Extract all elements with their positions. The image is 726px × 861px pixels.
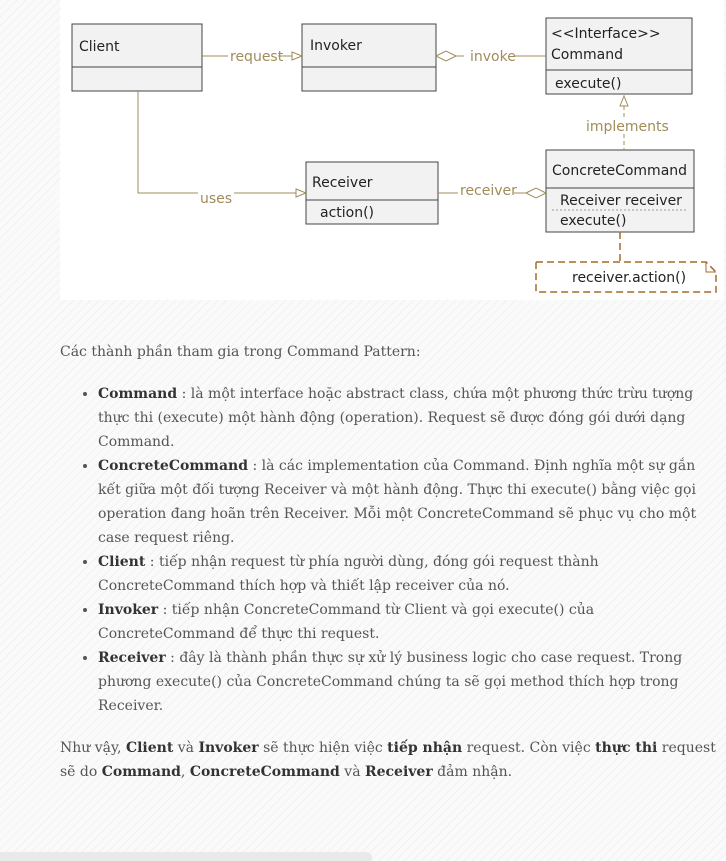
- note-box: receiver.action(): [535, 261, 717, 293]
- summary-text: và: [339, 764, 365, 780]
- intro-paragraph: Các thành phần tham gia trong Command Pa…: [60, 344, 421, 360]
- summary-text: Như vậy,: [60, 740, 126, 756]
- command-class-name: Command: [551, 47, 623, 63]
- role-desc: : là các implementation của Command. Địn…: [98, 458, 697, 546]
- role-desc: : tiếp nhận request từ phía người dùng, …: [98, 554, 599, 594]
- summary-text: request sẽ do: [60, 740, 716, 780]
- summary-bold: Command: [101, 764, 181, 780]
- client-class-name: Client: [79, 39, 120, 55]
- concrete-command-name: ConcreteCommand: [552, 163, 687, 179]
- list-item: Client : tiếp nhận request từ phía người…: [98, 550, 720, 598]
- receiver-class-box: Receiver action(): [305, 161, 439, 225]
- implements-label: implements: [586, 119, 669, 135]
- list-item: Receiver : đây là thành phần thực sự xử …: [98, 646, 720, 718]
- role-term: Invoker: [98, 602, 159, 618]
- concrete-command-box: ConcreteCommand Receiver receiver execut…: [545, 149, 695, 233]
- article-body: Các thành phần tham gia trong Command Pa…: [60, 340, 720, 784]
- summary-text: sẽ thực hiện việc: [258, 740, 388, 756]
- concrete-command-method: execute(): [560, 213, 626, 229]
- role-term: Receiver: [98, 650, 166, 666]
- invoker-class-box: Invoker: [301, 23, 437, 92]
- receiver-aggregation: receiver: [438, 182, 548, 199]
- command-interface-box: <<Interface>> Command execute(): [545, 17, 693, 95]
- uml-diagram-svg: Client Invoker <<Interface>> Command exe…: [71, 17, 717, 293]
- receiver-class-name: Receiver: [312, 175, 373, 191]
- command-pattern-diagram: Client Invoker <<Interface>> Command exe…: [60, 0, 724, 300]
- list-item: Command : là một interface hoặc abstract…: [98, 382, 720, 454]
- list-item: Invoker : tiếp nhận ConcreteCommand từ C…: [98, 598, 720, 646]
- list-item: ConcreteCommand : là các implementation …: [98, 454, 720, 550]
- command-stereotype: <<Interface>>: [551, 26, 661, 42]
- summary-text: và: [173, 740, 199, 756]
- note-text: receiver.action(): [572, 270, 686, 286]
- role-desc: : là một interface hoặc abstract class, …: [98, 386, 694, 450]
- implements-realization: implements: [584, 94, 669, 150]
- role-term: ConcreteCommand: [98, 458, 248, 474]
- summary-bold: ConcreteCommand: [189, 764, 340, 780]
- summary-bold: Receiver: [364, 764, 433, 780]
- summary-text: request. Còn việc: [462, 740, 596, 756]
- summary-text: đảm nhận.: [432, 764, 513, 780]
- uses-association: uses: [137, 91, 308, 207]
- summary-bold: Invoker: [198, 740, 259, 756]
- role-term: Client: [98, 554, 146, 570]
- summary-paragraph: Như vậy, Client và Invoker sẽ thực hiện …: [60, 736, 720, 784]
- role-desc: : tiếp nhận ConcreteCommand từ Client và…: [98, 602, 595, 642]
- summary-bold: thực thi: [595, 740, 658, 756]
- client-class-box: Client: [71, 23, 203, 92]
- roles-list: Command : là một interface hoặc abstract…: [60, 382, 720, 718]
- receiver-method: action(): [320, 205, 374, 221]
- request-association: request: [202, 48, 304, 65]
- command-method: execute(): [555, 76, 621, 92]
- invoke-label: invoke: [470, 49, 516, 65]
- role-desc: : đây là thành phần thực sự xử lý busine…: [98, 650, 683, 714]
- summary-text: ,: [180, 764, 190, 780]
- concrete-command-field: Receiver receiver: [560, 193, 682, 209]
- invoker-class-name: Invoker: [310, 38, 362, 54]
- uses-label: uses: [200, 191, 232, 207]
- summary-bold: tiếp nhận: [387, 740, 463, 756]
- receiver-label: receiver: [460, 183, 517, 199]
- bottom-tab-strip: [0, 852, 372, 861]
- invoke-aggregation: invoke: [434, 49, 546, 65]
- request-label: request: [230, 49, 284, 65]
- role-term: Command: [98, 386, 178, 402]
- summary-bold: Client: [125, 740, 174, 756]
